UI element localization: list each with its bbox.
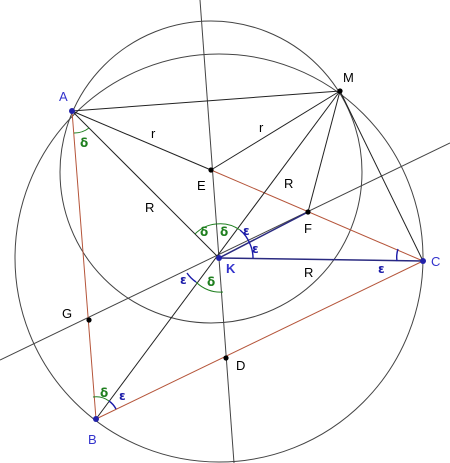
- label-segment-R-mk: R: [284, 176, 293, 191]
- angle-arc-epsilon-c: [396, 248, 399, 262]
- label-angle-delta-b: δ: [100, 386, 108, 400]
- label-point-a: A: [59, 89, 68, 104]
- segment-m-c: [339, 90, 424, 262]
- label-point-k: K: [226, 261, 236, 276]
- segment-a-e: [71, 110, 212, 171]
- point-g: [86, 317, 92, 323]
- point-m: [337, 88, 343, 94]
- side-ab: [71, 110, 97, 420]
- segment-m-f: [307, 90, 341, 213]
- label-angle-delta-k-left: δ: [200, 225, 208, 239]
- label-segment-R-ak: R: [145, 200, 154, 215]
- label-angle-delta-a: δ: [80, 136, 88, 150]
- label-angle-delta-k-right: δ: [220, 225, 228, 239]
- angle-arc-epsilon-k-right: [249, 243, 254, 259]
- label-point-m: M: [343, 70, 354, 85]
- point-a: [69, 108, 75, 114]
- segment-e-c: [210, 169, 424, 262]
- label-angle-epsilon-k-right: ε: [252, 242, 259, 256]
- label-segment-r-right: r: [259, 120, 264, 135]
- point-c: [420, 258, 426, 264]
- label-point-c: C: [431, 254, 440, 269]
- label-angle-epsilon-b: ε: [119, 389, 126, 403]
- point-k: [216, 255, 222, 261]
- label-point-b: B: [88, 432, 97, 447]
- segment-a-k: [71, 110, 220, 259]
- label-point-d: D: [236, 358, 245, 373]
- segment-k-c: [218, 257, 424, 262]
- segment-a-m: [71, 90, 341, 112]
- angle-arc-epsilon-b: [108, 400, 117, 410]
- label-segment-R-ck: R: [304, 265, 313, 280]
- label-point-g: G: [62, 306, 72, 321]
- angle-arc-delta-b: [92, 396, 110, 402]
- segment-e-m: [210, 90, 341, 171]
- segment-k-f: [218, 211, 309, 259]
- segment-b-m: [95, 90, 341, 420]
- angle-arc-delta-a: [73, 127, 90, 134]
- inner-circle: [59, 20, 363, 324]
- point-d: [223, 355, 229, 361]
- angle-arc-delta-k-top: [194, 223, 217, 235]
- label-angle-epsilon-k-top: ε: [243, 224, 250, 238]
- label-angle-delta-k-bottom: δ: [207, 275, 215, 289]
- point-b: [93, 416, 99, 422]
- angle-arc-delta-k-top-right: [215, 223, 241, 231]
- label-point-e: E: [197, 178, 206, 193]
- label-point-f: F: [304, 221, 312, 236]
- angle-arc-epsilon-k-top: [239, 229, 251, 245]
- line-perpendicular-bisector: [199, 0, 235, 463]
- label-segment-r-left: r: [151, 126, 156, 141]
- point-e: [208, 167, 214, 173]
- side-bc: [95, 260, 424, 420]
- label-angle-epsilon-c: ε: [378, 262, 385, 276]
- angle-arc-epsilon-k-left: [186, 272, 197, 283]
- angle-arc-delta-k-bottom: [195, 281, 224, 293]
- line-through-k-g: [0, 142, 450, 361]
- label-angle-epsilon-k-left: ε: [180, 273, 187, 287]
- point-f: [305, 209, 311, 215]
